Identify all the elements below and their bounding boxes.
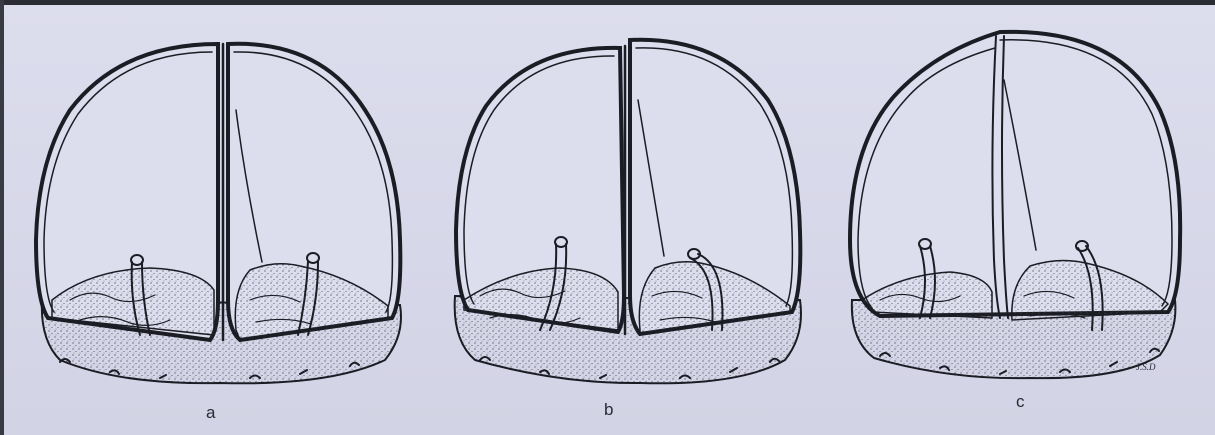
diagram-b: [455, 40, 801, 384]
diagram-a: [36, 44, 401, 384]
diagram-c: [850, 32, 1180, 378]
artist-signature: J.S.D: [1136, 362, 1156, 372]
panel-label-a: a: [206, 403, 215, 423]
chamber-outer-c: [850, 32, 1180, 316]
panel-label-c: c: [1016, 392, 1025, 412]
panel-label-b: b: [604, 400, 613, 420]
